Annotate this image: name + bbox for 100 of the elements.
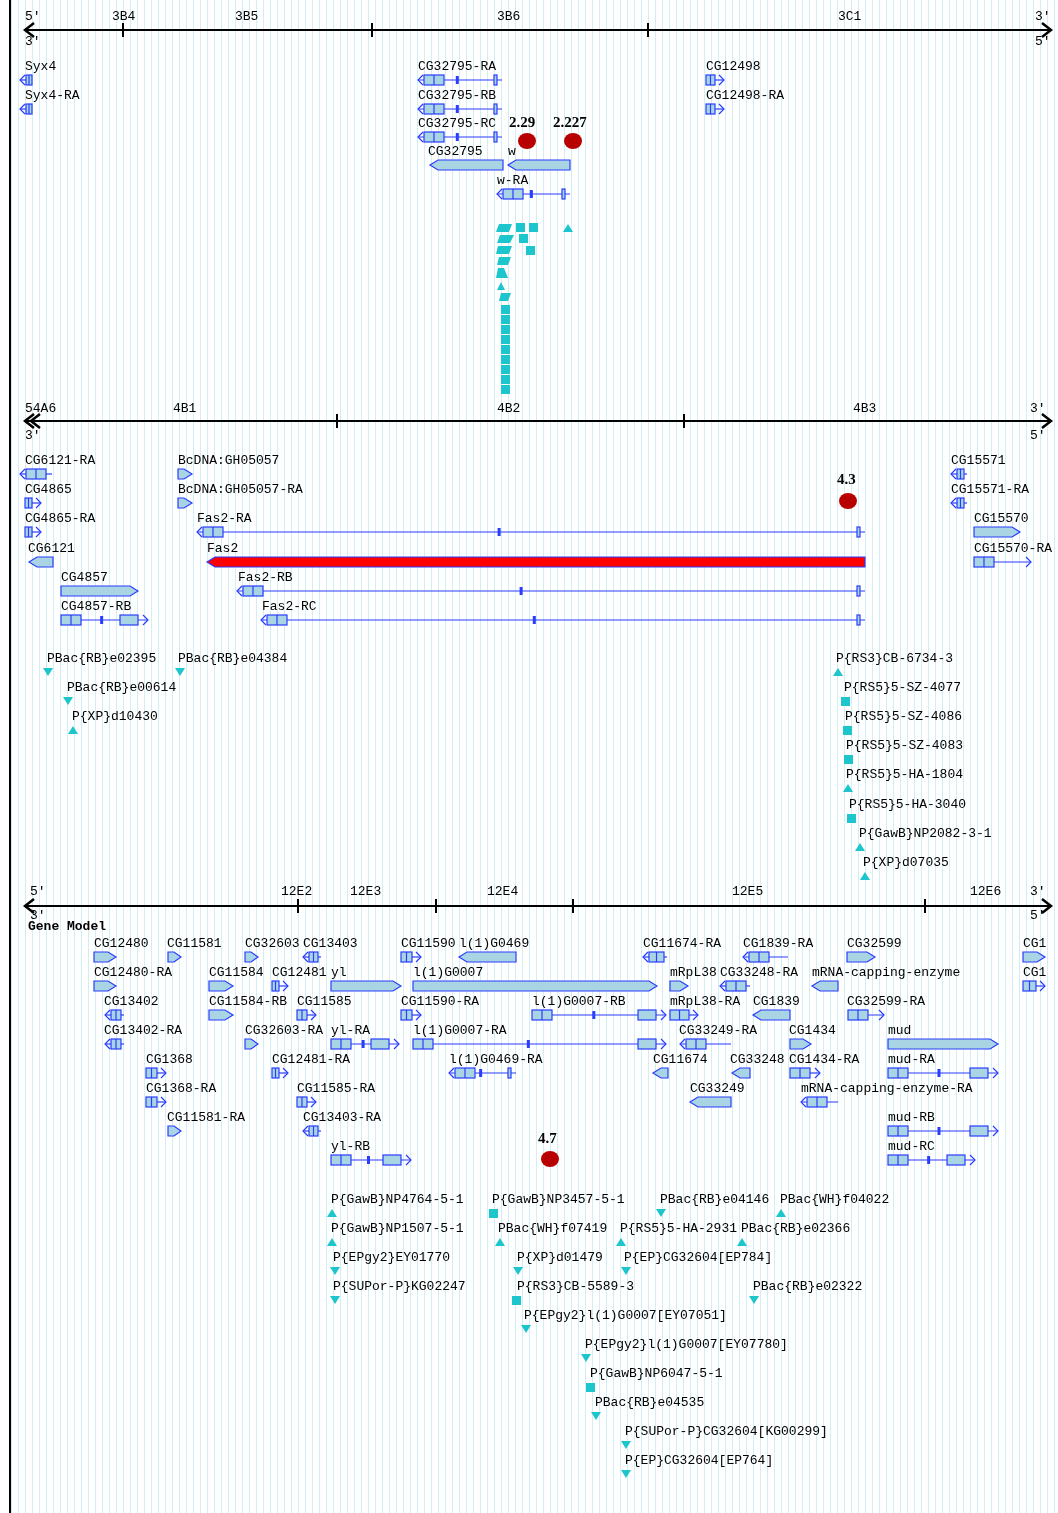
insertion-label: P{GawB}NP4764-5-1 [331, 1192, 464, 1208]
insertion-label: P{XP}d01479 [517, 1250, 603, 1266]
gene-label: CG1434 [789, 1023, 836, 1039]
band-label: 3B5 [235, 9, 259, 25]
insertion-label: P{RS3}CB-6734-3 [836, 651, 954, 667]
insertion-label: P{SUPor-P}CG32604[KG00299] [625, 1424, 828, 1440]
insertion-label: P{EPgy2}EY01770 [333, 1250, 451, 1266]
insertion-label: P{SUPor-P}KG02247 [333, 1279, 466, 1295]
gene-label: BcDNA:GH05057-RA [178, 482, 303, 498]
insertion-label: PBac{RB}e04535 [595, 1395, 705, 1411]
insertion-label: P{RS5}5-SZ-4077 [844, 680, 962, 696]
band-label: 3C1 [838, 9, 862, 25]
gene-label: mud-RB [888, 1110, 935, 1126]
gene-label: CG4865 [25, 482, 72, 498]
gene-label: yl-RB [331, 1139, 370, 1155]
band-label: 4B3 [853, 401, 877, 417]
gene-label: CG12498 [706, 59, 761, 75]
band-label: 3B4 [112, 9, 136, 25]
gene-label: CG12480 [94, 936, 149, 952]
gene-label: CG32599 [847, 936, 902, 952]
score-label: 4.7 [538, 1130, 557, 1146]
gene-label: CG12480-RA [94, 965, 172, 981]
insertion-label: P{RS5}5-HA-3040 [849, 797, 967, 813]
gene-label: CG4857 [61, 570, 108, 586]
gene-label: CG4857-RB [61, 599, 132, 615]
gene-label: CG1368-RA [146, 1081, 217, 1097]
gene-label: mud-RC [888, 1139, 935, 1155]
gene-label: CG32603 [245, 936, 300, 952]
gene-label: CG11584-RB [209, 994, 287, 1010]
gene-label: CG11581 [167, 936, 222, 952]
insertion-label: P{RS3}CB-5589-3 [517, 1279, 635, 1295]
gene-label: CG15570 [974, 511, 1029, 527]
gene-label: CG11584 [209, 965, 264, 981]
band-label: 12E5 [732, 884, 764, 900]
gene-label: w-RA [497, 173, 529, 189]
gene-label: CG11585-RA [297, 1081, 375, 1097]
gene-label: CG1368 [146, 1052, 193, 1068]
score-label: 4.3 [837, 471, 856, 487]
insertion-label: PBac{RB}e02395 [47, 651, 157, 667]
gene-label: CG32795 [428, 144, 483, 160]
strand-label: 3′ [25, 34, 41, 50]
gene-label: CG13403-RA [303, 1110, 381, 1126]
gene-label: CG11581-RA [167, 1110, 245, 1126]
gene-label: mRpL38 [670, 965, 717, 981]
gene-label: CG4865-RA [25, 511, 96, 527]
gene-label: l(1)G0007-RA [413, 1023, 507, 1039]
gene-label: mRpL38-RA [670, 994, 741, 1010]
insertion-label: PBac{RB}e02366 [741, 1221, 851, 1237]
insertion-label: PBac{WH}f04022 [780, 1192, 890, 1208]
insertion-label: P{XP}d10430 [72, 709, 158, 725]
insertion-label: P{RS5}5-HA-1804 [846, 767, 964, 783]
band-label: 12E4 [487, 884, 519, 900]
band-label: 12E2 [281, 884, 313, 900]
insertion-label: P{EP}CG32604[EP764] [625, 1453, 774, 1469]
gene-label: CG6121-RA [25, 453, 96, 469]
insertion-label: P{GawB}NP1507-5-1 [331, 1221, 464, 1237]
insertion-label: P{RS5}5-SZ-4083 [846, 738, 964, 754]
gene-label: Fas2-RA [197, 511, 252, 527]
gene-label: l(1)G0469-RA [449, 1052, 543, 1068]
gene-label: CG1434-RA [789, 1052, 860, 1068]
gene-label: CG33248-RA [720, 965, 798, 981]
insertion-label: PBac{RB}e04384 [178, 651, 288, 667]
strand-label: 5′ [1030, 428, 1046, 444]
insertion-label: PBac{WH}f07419 [498, 1221, 608, 1237]
gene-label: CG13402-RA [104, 1023, 182, 1039]
gene-label: w [508, 144, 516, 160]
gene-label: CG15571 [951, 453, 1006, 469]
insertion-label: P{EP}CG32604[EP784] [624, 1250, 773, 1266]
gene-label: BcDNA:GH05057 [178, 453, 280, 469]
band-label: 54A6 [25, 401, 57, 417]
gene-label: CG32795-RC [418, 116, 496, 132]
gene-label: CG11590-RA [401, 994, 479, 1010]
gene-label: CG13403 [303, 936, 358, 952]
gene-label: CG32603-RA [245, 1023, 323, 1039]
gene-label: CG11585 [297, 994, 352, 1010]
gene-label: Fas2-RC [262, 599, 317, 615]
score-label: 2.29 [509, 114, 536, 130]
strand-label: 3′ [25, 428, 41, 444]
gene-label: Syx4-RA [25, 88, 80, 104]
gene-label: CG11590 [401, 936, 456, 952]
gene-label: Fas2-RB [238, 570, 293, 586]
gene-label: mRNA-capping-enzyme [812, 965, 961, 981]
band-label: 4B2 [497, 401, 521, 417]
insertion-label: PBac{RB}e04146 [660, 1192, 770, 1208]
gene-label: CG1839-RA [743, 936, 814, 952]
insertion-label: P{GawB}NP3457-5-1 [492, 1192, 625, 1208]
gene-label: mud-RA [888, 1052, 935, 1068]
gene-label: CG1 [1023, 965, 1047, 981]
gene-label: Fas2 [207, 541, 239, 557]
gene-label: CG1839 [753, 994, 800, 1010]
insertion-label: P{XP}d07035 [863, 855, 949, 871]
insertion-label: P{GawB}NP6047-5-1 [590, 1366, 723, 1382]
gene-label: CG12481 [272, 965, 327, 981]
strand-label: 3′ [1030, 884, 1046, 900]
gene-label: CG32795-RA [418, 59, 496, 75]
gene-label: l(1)G0007 [413, 965, 484, 981]
insertion-label: P{GawB}NP2082-3-1 [859, 826, 992, 842]
strand-label: 5′ [1035, 34, 1051, 50]
gene-label: CG12498-RA [706, 88, 784, 104]
gene-label: CG15571-RA [951, 482, 1029, 498]
